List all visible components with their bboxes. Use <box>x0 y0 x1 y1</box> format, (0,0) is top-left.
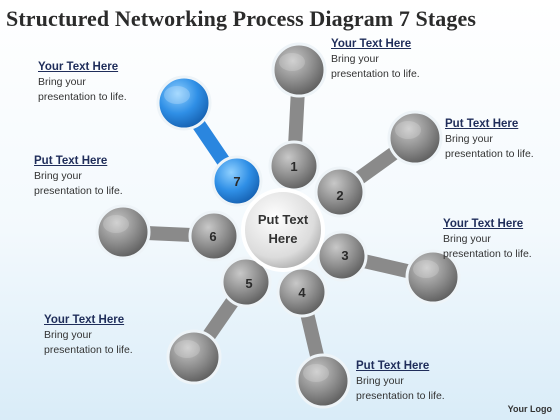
callout-stage-5: Your Text Here Bring your presentation t… <box>44 313 174 358</box>
callout-heading: Your Text Here <box>331 38 412 50</box>
stage-4-outer-highlight <box>303 364 329 382</box>
stage-5-outer-node <box>166 329 222 385</box>
callout-body: Bring your presentation to life. <box>356 375 445 402</box>
hub: Put Text Here <box>241 188 325 272</box>
callout-body: Bring your presentation to life. <box>331 53 420 80</box>
hub-text-line1: Put Text <box>258 212 309 227</box>
stage-7-inner-node <box>211 155 263 207</box>
stage-6-inner-node <box>188 210 240 262</box>
stage-3-inner-node <box>316 230 368 282</box>
hub-circle <box>241 188 325 272</box>
stage-5-number: 5 <box>245 276 252 291</box>
callout-heading: Your Text Here <box>38 61 119 73</box>
callout-heading: Put Text Here <box>34 155 108 167</box>
stage-3-arm: 3 <box>316 230 461 305</box>
callout-heading: Your Text Here <box>443 218 524 230</box>
stage-4-number: 4 <box>298 285 306 300</box>
callout-stage-1: Your Text Here Bring your presentation t… <box>331 37 461 82</box>
stage-3-outer-highlight <box>413 260 439 278</box>
stage-7-outer-highlight <box>164 86 190 104</box>
stage-1-outer-highlight <box>279 53 305 71</box>
callout-body: Bring your presentation to life. <box>34 170 123 197</box>
stage-2-outer-highlight <box>395 121 421 139</box>
logo: Your Logo <box>507 404 552 414</box>
callout-heading: Put Text Here <box>356 360 430 372</box>
callout-stage-4: Put Text Here Bring your presentation to… <box>356 359 486 404</box>
stage-6-arm: 6 <box>95 204 240 262</box>
callout-body: Bring your presentation to life. <box>38 76 127 103</box>
callout-stage-6: Put Text Here Bring your presentation to… <box>34 154 164 199</box>
callout-stage-7: Your Text Here Bring your presentation t… <box>38 60 168 105</box>
page-title: Structured Networking Process Diagram 7 … <box>6 6 477 31</box>
stage-5-inner-node <box>220 256 272 308</box>
stage-2-outer-node <box>387 110 443 166</box>
hub-text-line2: Here <box>269 231 298 246</box>
stage-1-arm: 1 <box>268 42 327 192</box>
stage-4-inner-node <box>276 266 328 318</box>
stage-2-arm: 2 <box>314 110 443 218</box>
stage-1-outer-node <box>271 42 327 98</box>
stage-1-number: 1 <box>290 159 297 174</box>
stage-3-number: 3 <box>341 248 348 263</box>
stage-7-arm: 7 <box>156 75 263 207</box>
stage-3-outer-node <box>405 249 461 305</box>
callout-body: Bring your presentation to life. <box>44 329 133 356</box>
stage-7-outer-node <box>156 75 212 131</box>
callout-stage-2: Put Text Here Bring your presentation to… <box>445 117 560 162</box>
stage-6-number: 6 <box>209 229 216 244</box>
stage-6-outer-highlight <box>103 215 129 233</box>
callout-heading: Put Text Here <box>445 118 519 130</box>
callout-body: Bring your presentation to life. <box>443 233 532 260</box>
stage-2-number: 2 <box>336 188 343 203</box>
stage-5-arm: 5 <box>166 256 272 385</box>
callout-heading: Your Text Here <box>44 314 125 326</box>
stage-4-outer-node <box>295 353 351 409</box>
stage-6-outer-node <box>95 204 151 260</box>
stage-2-inner-node <box>314 166 366 218</box>
stage-5-outer-highlight <box>174 340 200 358</box>
stage-7-number: 7 <box>233 174 240 189</box>
callout-stage-3: Your Text Here Bring your presentation t… <box>443 217 560 262</box>
stage-4-arm: 4 <box>276 266 351 409</box>
callout-body: Bring your presentation to life. <box>445 133 534 160</box>
